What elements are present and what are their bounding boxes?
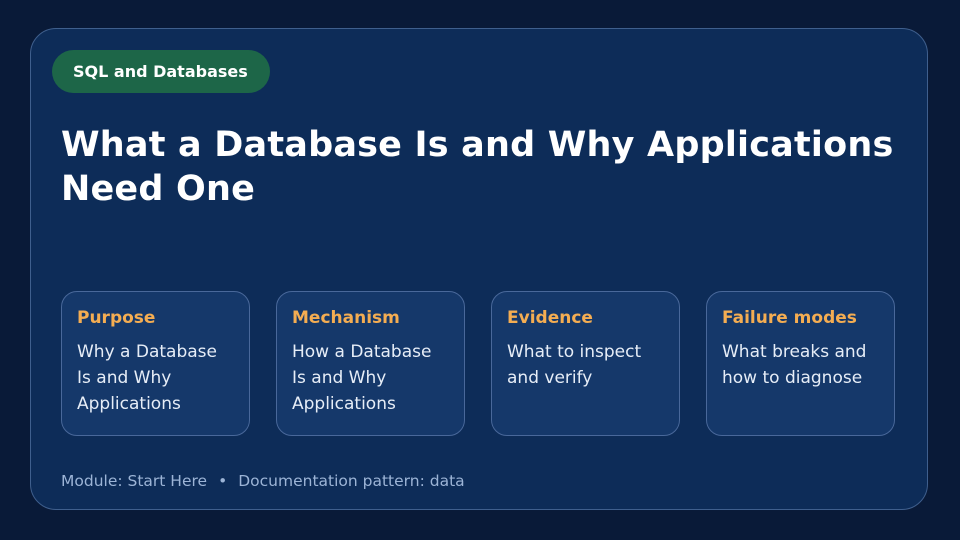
card-body: How a Database Is and Why Applications <box>292 342 432 414</box>
info-card-mechanism: Mechanism How a Database Is and Why Appl… <box>276 291 465 436</box>
category-tag: SQL and Databases <box>52 50 270 93</box>
card-body: Why a Database Is and Why Applications <box>77 342 217 414</box>
slide-title: What a Database Is and Why Applications … <box>61 125 894 209</box>
card-heading: Failure modes <box>722 308 857 328</box>
info-card-purpose: Purpose Why a Database Is and Why Applic… <box>61 291 250 436</box>
info-card-row: Purpose Why a Database Is and Why Applic… <box>61 291 897 436</box>
footer-separator: • <box>218 472 228 490</box>
slide-footer: Module: Start Here • Documentation pattern… <box>61 470 465 492</box>
card-heading: Purpose <box>77 308 156 328</box>
slide-card: SQL and Databases What a Database Is and… <box>30 28 928 510</box>
footer-pattern: Documentation pattern: data <box>238 472 465 490</box>
card-heading: Mechanism <box>292 308 400 328</box>
card-body: What breaks and how to diagnose <box>722 342 867 388</box>
footer-module: Module: Start Here <box>61 472 208 490</box>
info-card-evidence: Evidence What to inspect and verify <box>491 291 680 436</box>
info-card-failure-modes: Failure modes What breaks and how to dia… <box>706 291 895 436</box>
card-heading: Evidence <box>507 308 593 328</box>
card-body: What to inspect and verify <box>507 342 642 388</box>
